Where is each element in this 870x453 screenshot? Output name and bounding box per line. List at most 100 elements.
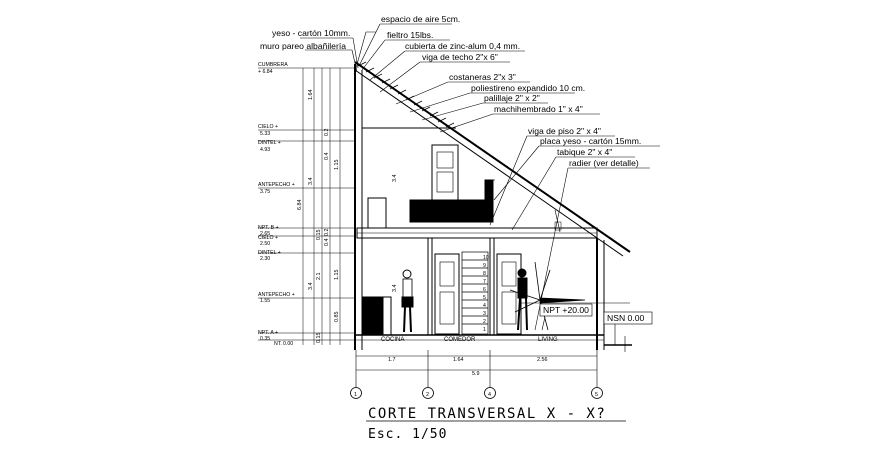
annotation-poliestireno: poliestireno expandido 10 cm. — [471, 83, 585, 93]
vdim-15: 3.4 — [392, 285, 398, 293]
level-nt-value: 0.00 — [283, 341, 293, 347]
vdim-6: 3.4 — [308, 283, 314, 291]
vdim-4: 0.4 — [324, 153, 330, 161]
stair — [461, 251, 489, 335]
vdim-5: 1.15 — [334, 160, 340, 171]
level-marks: NPT +20.00 NSN 0.00 — [539, 303, 653, 345]
level-npt2-label: NPT. B + — [258, 225, 279, 231]
living-door — [496, 253, 522, 335]
vdim-10: 0.15 — [316, 230, 322, 241]
vdim-8: 0.4 — [324, 239, 330, 247]
vdim-13: 6.84 — [297, 200, 303, 211]
annotation-radier: radier (ver detalle) — [569, 158, 639, 168]
vdim-7: 0.2 — [324, 229, 330, 237]
leader-lines — [300, 23, 660, 331]
room-cocina: COCINA — [381, 337, 404, 343]
vertical-dimension-labels: 1.64 3.4 0.2 0.4 1.15 3.4 0.2 0.4 1.15 0… — [297, 90, 398, 344]
nsn-level-label: NSN 0.00 — [607, 313, 644, 323]
level-npt2-value: 2.65 — [260, 231, 270, 237]
annotation-yeso-carton: yeso - cartón 10mm. — [272, 28, 350, 38]
level-npt1-value: 0.35 — [260, 336, 270, 342]
step-1: 1 — [483, 327, 486, 333]
step-4: 4 — [483, 303, 486, 309]
person-kitchen — [401, 269, 414, 333]
roof-hatch — [357, 61, 455, 128]
annotation-viga-piso: viga de piso 2" x 4" — [528, 126, 601, 136]
vdim-2: 3.4 — [308, 178, 314, 186]
human-figures — [401, 261, 586, 333]
section-title: CORTE TRANSVERSAL X - X? — [368, 406, 606, 422]
level-cumbrera-label: CUMBRERA — [258, 62, 288, 68]
step-8: 8 — [483, 271, 486, 277]
step-3: 3 — [483, 311, 486, 317]
level-cielo1-value: 2.50 — [260, 241, 270, 247]
hdim-1: 1.7 — [388, 357, 396, 363]
npt-level-label: NPT +20.00 — [543, 305, 589, 315]
level-cielo1-label: CIELO + — [258, 235, 278, 241]
step-9: 9 — [483, 263, 486, 269]
hdim-total: 5.9 — [472, 371, 480, 377]
step-2: 2 — [483, 319, 486, 325]
annotation-viga-techo: viga de techo 2"x 6" — [422, 52, 498, 62]
level-npt1-label: NPT. A + — [258, 330, 278, 336]
building-structure — [354, 61, 632, 352]
level-dintel1-label: DINTEL + — [258, 250, 281, 256]
level-antepecho1-label: ANTEPECHO + — [258, 292, 295, 298]
level-cumbrera-value: + 6.84 — [258, 69, 273, 75]
annotation-costaneras: costaneras 2"x 3" — [449, 72, 516, 82]
room-living: LIVING — [538, 337, 558, 343]
horizontal-dimension-labels: 1.7 1.64 2.56 5.9 — [388, 357, 548, 377]
step-10: 10 — [483, 255, 489, 261]
roof-line-inner — [354, 69, 624, 257]
step-7: 7 — [483, 279, 486, 285]
annotation-espacio-aire: espacio de aire 5cm. — [381, 14, 460, 24]
horizontal-dimensions — [355, 350, 598, 388]
person-living — [517, 268, 528, 331]
drawing-title: CORTE TRANSVERSAL X - X? Esc. 1/50 — [366, 406, 626, 442]
room-comedor: COMEDOR — [444, 337, 476, 343]
plant — [509, 261, 586, 331]
grid-axes: 1 2 4 5 — [350, 387, 603, 399]
vdim-16: 0.15 — [316, 333, 322, 344]
level-antepecho2-value: 3.75 — [260, 189, 270, 195]
bed — [409, 199, 493, 223]
level-dintel2-value: 4.93 — [260, 147, 270, 153]
level-antepecho1-value: 1.55 — [260, 298, 270, 304]
annotation-machihembrado: machihembrado 1" x 4" — [494, 104, 583, 114]
level-labels: CUMBRERA + 6.84 CIELO + 5.33 DINTEL + 4.… — [258, 62, 295, 347]
step-6: 6 — [483, 287, 486, 293]
annotation-fieltro: fieltro 15lbs. — [387, 30, 433, 40]
annotation-cubierta: cubierta de zinc-alum 0,4 mm. — [405, 41, 520, 51]
level-nt-label: NT. — [274, 341, 282, 347]
level-antepecho2-label: ANTEPECHO + — [258, 182, 295, 188]
annotation-placa-yeso: placa yeso - cartón 15mm. — [540, 136, 641, 146]
upper-furniture — [367, 197, 387, 229]
vdim-9: 1.15 — [334, 270, 340, 281]
level-dintel1-value: 2.30 — [260, 256, 270, 262]
level-dintel2-label: DINTEL + — [258, 140, 281, 146]
axis-4: 4 — [488, 392, 491, 398]
roof-line — [354, 61, 631, 253]
vdim-1: 1.64 — [308, 90, 314, 101]
stair-step-numbers: 10 9 8 7 6 5 4 3 2 1 — [483, 255, 489, 333]
annotation-palillaje: palillaje 2" x 2" — [484, 93, 540, 103]
level-cielo2-label: CIELO + — [258, 124, 278, 130]
comedor-door — [434, 253, 460, 335]
annotation-muro-pareo: muro pareo albañilería — [260, 41, 346, 51]
vdim-11: 2.1 — [316, 273, 322, 281]
vdim-3: 0.2 — [324, 129, 330, 137]
annotation-tabique: tabique 2" x 4" — [557, 147, 612, 157]
room-labels: COCINA COMEDOR LIVING — [381, 337, 558, 343]
material-annotations: espacio de aire 5cm. yeso - cartón 10mm.… — [260, 14, 641, 168]
hdim-2: 1.64 — [453, 357, 464, 363]
vdim-12: 0.85 — [334, 312, 340, 323]
hdim-3: 2.56 — [537, 357, 548, 363]
scale-label: Esc. 1/50 — [368, 427, 447, 442]
axis-2: 2 — [426, 392, 429, 398]
axis-5: 5 — [595, 392, 598, 398]
axis-1: 1 — [354, 392, 357, 398]
step-5: 5 — [483, 295, 486, 301]
level-markers — [258, 67, 355, 345]
vdim-14: 3.4 — [392, 175, 398, 183]
